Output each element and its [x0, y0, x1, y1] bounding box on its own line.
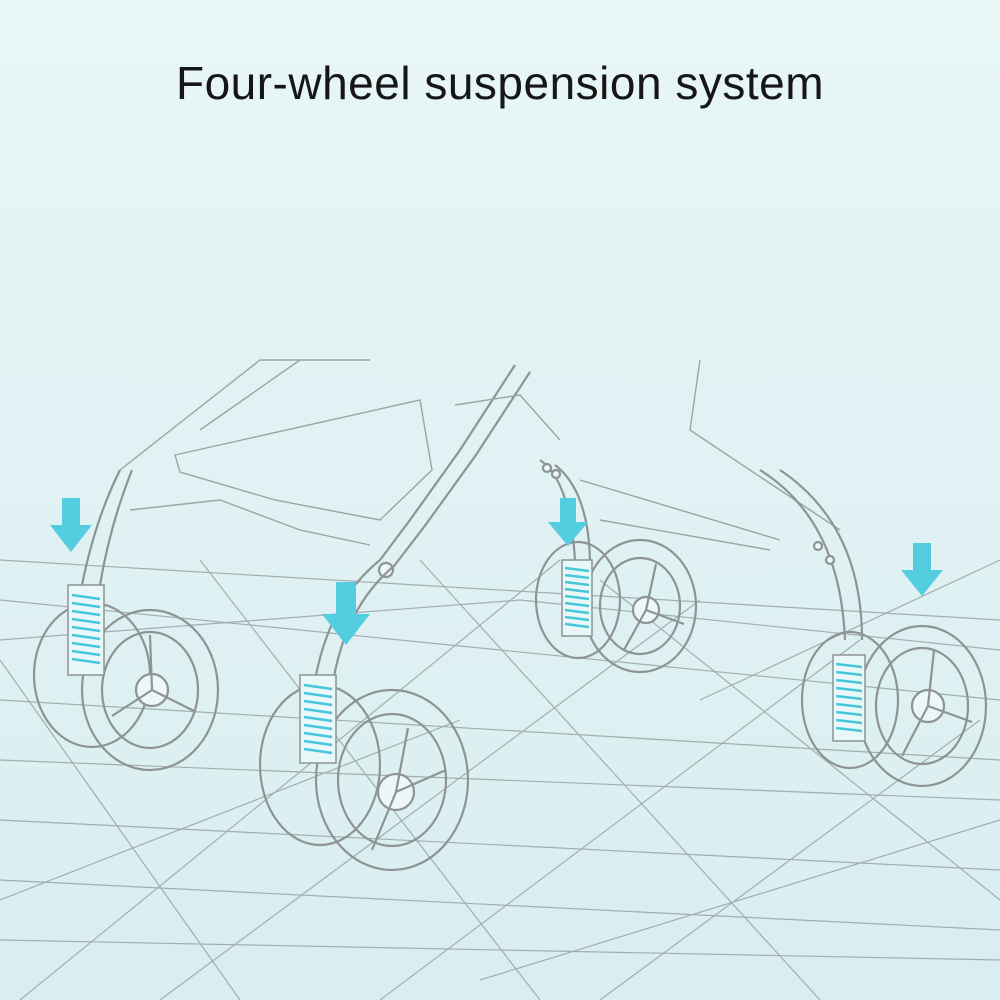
wheel-front-left — [258, 683, 470, 872]
wheel-back-right — [534, 538, 698, 674]
ground-lines — [0, 559, 1000, 1000]
spring-icon — [67, 559, 866, 764]
page-title: Four-wheel suspension system — [175, 57, 825, 109]
wheel-front-right — [800, 624, 988, 788]
wheel-back-left — [32, 601, 220, 772]
down-arrow-icon — [50, 498, 943, 645]
